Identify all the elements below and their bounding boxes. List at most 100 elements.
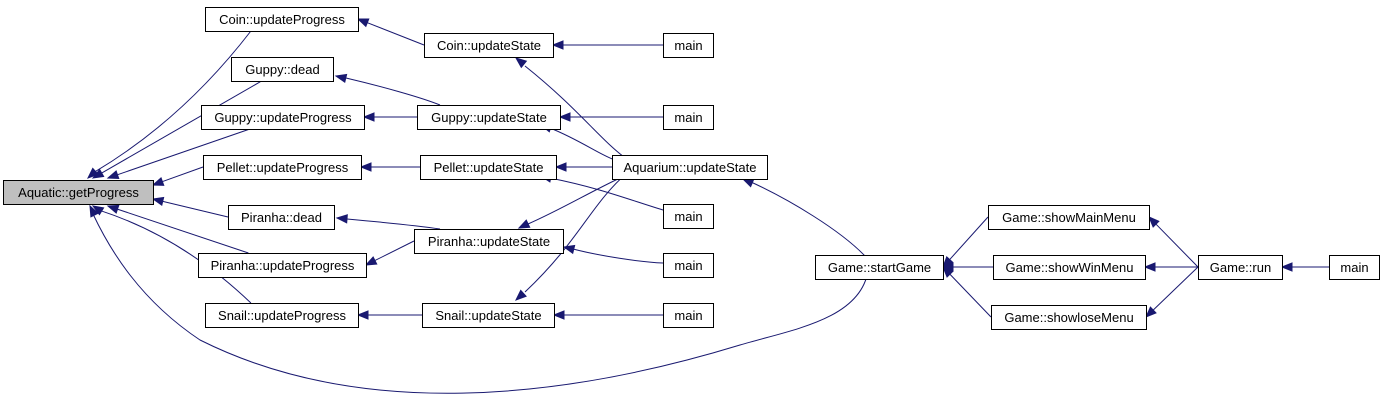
node-snailUpdState[interactable]: Snail::updateState [422, 303, 555, 328]
edge-piranhaUpdProg-to-getProgress [106, 204, 249, 254]
edge-line [948, 216, 989, 261]
node-piranhaUpdState[interactable]: Piranha::updateState [414, 229, 564, 254]
arrowhead-icon [515, 289, 527, 301]
edge-main2-to-guppyUpdState [558, 112, 663, 122]
arrowhead-icon [741, 178, 755, 188]
arrowhead-icon [335, 214, 348, 224]
node-main4[interactable]: main [663, 253, 714, 278]
node-label: Snail::updateProgress [218, 308, 346, 323]
node-box [420, 155, 557, 180]
node-piranhaUpdProg[interactable]: Piranha::updateProgress [198, 253, 367, 278]
node-main1[interactable]: main [663, 33, 714, 58]
arrowhead-icon [551, 40, 564, 50]
node-box [612, 155, 768, 180]
node-main2[interactable]: main [663, 105, 714, 130]
edge-gameRun-to-gameShowMainMenu [1148, 216, 1199, 268]
node-box [1329, 255, 1380, 280]
node-box [417, 105, 561, 130]
node-gameStartGame[interactable]: Game::startGame [815, 255, 944, 280]
node-guppyUpdProg[interactable]: Guppy::updateProgress [201, 105, 365, 130]
node-label: Guppy::updateState [431, 110, 547, 125]
edge-gameStartGame-to-aquariumUpdState [741, 178, 866, 257]
edge-main4-to-piranhaUpdState [562, 244, 664, 264]
node-label: main [674, 308, 702, 323]
node-main3[interactable]: main [663, 204, 714, 229]
node-box [201, 105, 365, 130]
arrowhead-icon [1145, 306, 1157, 318]
edge-pelletUpdState-to-pelletUpdProg [359, 162, 420, 172]
edge-gameShowWinMenu-to-gameStartGame [941, 262, 993, 272]
edge-main6-to-gameRun [1280, 262, 1329, 272]
node-piranhaDead[interactable]: Piranha::dead [228, 205, 335, 230]
arrowhead-icon [558, 112, 571, 122]
node-gameShowloseMenu[interactable]: Game::showloseMenu [991, 305, 1147, 330]
edge-line [1154, 223, 1199, 268]
node-label: Guppy::updateProgress [214, 110, 352, 125]
arrowhead-icon [364, 256, 378, 266]
arrowhead-icon [151, 196, 165, 207]
edge-line [750, 181, 866, 257]
node-label: Coin::updateState [437, 38, 541, 53]
edge-snailUpdState-to-snailUpdProg [356, 310, 422, 320]
node-getProgress[interactable]: Aquatic::getProgress [3, 180, 154, 205]
edge-line [116, 128, 251, 176]
arrowhead-icon [514, 57, 528, 69]
node-label: Snail::updateState [435, 308, 541, 323]
edge-line [527, 177, 621, 225]
node-main5[interactable]: main [663, 303, 714, 328]
node-label: main [1340, 260, 1368, 275]
edge-coinUpdState-to-coinUpdProg [356, 18, 425, 46]
node-box [663, 105, 714, 130]
edge-line [366, 21, 425, 46]
node-pelletUpdProg[interactable]: Pellet::updateProgress [203, 155, 362, 180]
arrowhead-icon [1148, 216, 1160, 228]
edge-line [92, 213, 869, 394]
edge-piranhaDead-to-getProgress [151, 196, 229, 218]
node-box [663, 204, 714, 229]
edge-line [100, 80, 262, 174]
node-box [3, 180, 154, 205]
edge-line [161, 200, 229, 218]
node-snailUpdProg[interactable]: Snail::updateProgress [205, 303, 359, 328]
edge-line [549, 177, 664, 211]
edge-guppyUpdProg-to-getProgress [106, 128, 251, 180]
edge-line [94, 30, 252, 173]
node-box [422, 303, 555, 328]
edge-aquariumUpdState-to-snailUpdState [515, 171, 629, 301]
node-coinUpdProg[interactable]: Coin::updateProgress [205, 7, 359, 32]
arrowhead-icon [106, 204, 120, 214]
arrowhead-icon [942, 266, 954, 278]
edge-line [346, 218, 441, 230]
edge-aquariumUpdState-to-coinUpdState [514, 57, 629, 161]
edge-coinUpdProg-to-getProgress [87, 30, 252, 179]
node-aquariumUpdState[interactable]: Aquarium::updateState [612, 155, 768, 180]
node-gameShowWinMenu[interactable]: Game::showWinMenu [993, 255, 1146, 280]
edge-piranhaUpdState-to-piranhaUpdProg [364, 240, 415, 266]
node-pelletUpdState[interactable]: Pellet::updateState [420, 155, 557, 180]
edge-piranhaUpdState-to-piranhaDead [335, 214, 441, 230]
arrowhead-icon [552, 310, 565, 320]
edge-guppyDead-to-getProgress [91, 80, 262, 179]
node-gameShowMainMenu[interactable]: Game::showMainMenu [988, 205, 1150, 230]
node-label: Pellet::updateProgress [217, 160, 349, 175]
node-box [815, 255, 944, 280]
node-label: Aquatic::getProgress [18, 185, 139, 200]
edge-main5-to-snailUpdState [552, 310, 663, 320]
node-label: Game::showWinMenu [1006, 260, 1134, 275]
node-box [988, 205, 1150, 230]
edge-line [524, 171, 629, 293]
edge-guppyUpdState-to-guppyDead [334, 73, 441, 106]
edge-guppyUpdState-to-guppyUpdProg [362, 112, 417, 122]
node-label: Piranha::dead [241, 210, 322, 225]
node-label: Piranha::updateState [428, 234, 550, 249]
arrowhead-icon [554, 162, 567, 172]
arrowhead-icon [356, 18, 370, 28]
arrowhead-icon [89, 204, 99, 218]
node-label: main [674, 258, 702, 273]
arrowhead-icon [151, 176, 165, 186]
node-guppyUpdState[interactable]: Guppy::updateState [417, 105, 561, 130]
node-guppyDead[interactable]: Guppy::dead [231, 57, 334, 82]
node-main6[interactable]: main [1329, 255, 1380, 280]
node-gameRun[interactable]: Game::run [1198, 255, 1283, 280]
node-coinUpdState[interactable]: Coin::updateState [424, 33, 554, 58]
